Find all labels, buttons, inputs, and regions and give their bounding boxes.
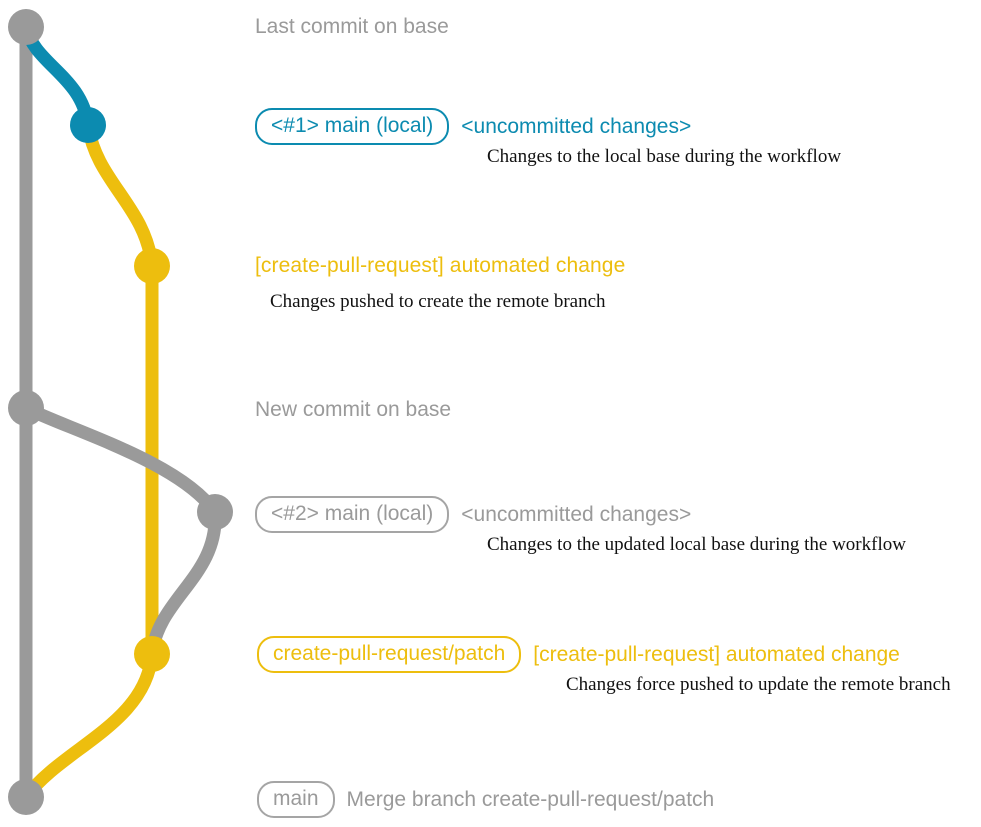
commit-row-local-main-1: <#1> main (local) <uncommitted changes> xyxy=(255,108,692,146)
branch-badge-local-main-2[interactable]: <#2> main (local) xyxy=(255,496,450,534)
commit-node-merge[interactable] xyxy=(8,779,44,815)
edge-remote2-to-merge xyxy=(19,647,159,804)
commit-description-local-main-2: Changes to the updated local base during… xyxy=(487,534,906,555)
commit-message-local-main-1: <uncommitted changes> xyxy=(461,114,692,138)
branch-badge-create-pull-request-patch[interactable]: create-pull-request/patch xyxy=(257,636,522,674)
commit-message-merge-commit: Merge branch create-pull-request/patch xyxy=(346,787,715,811)
commit-node-local-2[interactable] xyxy=(197,494,233,530)
commit-message-remote-branch-create: [create-pull-request] automated change xyxy=(255,254,626,277)
commit-description-remote-branch-update: Changes force pushed to update the remot… xyxy=(566,674,951,695)
commit-description-local-main-1: Changes to the local base during the wor… xyxy=(487,146,842,167)
commit-description-remote-branch-create: Changes pushed to create the remote bran… xyxy=(270,291,606,312)
commit-row-local-main-2: <#2> main (local) <uncommitted changes> xyxy=(255,496,692,534)
commit-node-base-top[interactable] xyxy=(8,9,44,45)
commit-node-base-new[interactable] xyxy=(8,390,44,426)
commit-node-remote-2[interactable] xyxy=(134,636,170,672)
branch-badge-main[interactable]: main xyxy=(257,781,335,819)
commit-node-local-1[interactable] xyxy=(70,107,106,143)
edge-local2-to-remote2 xyxy=(145,505,222,661)
branch-badge-local-main-1[interactable]: <#1> main (local) xyxy=(255,108,450,146)
commit-row-remote-branch-update: create-pull-request/patch [create-pull-r… xyxy=(257,636,900,674)
commit-node-remote-1[interactable] xyxy=(134,248,170,284)
commit-message-local-main-2: <uncommitted changes> xyxy=(461,502,692,526)
commit-label-new-commit-on-base: New commit on base xyxy=(255,398,452,421)
commit-nodes xyxy=(8,9,233,815)
edge-basenew-to-local2 xyxy=(19,401,222,519)
commit-row-merge-commit: main Merge branch create-pull-request/pa… xyxy=(257,781,715,819)
edge-local1-to-remote1 xyxy=(81,118,159,273)
commit-message-remote-branch-update: [create-pull-request] automated change xyxy=(533,642,900,666)
commit-label-last-commit-on-base: Last commit on base xyxy=(255,15,449,38)
commit-row-remote-branch-create: [create-pull-request] automated change xyxy=(255,254,625,278)
